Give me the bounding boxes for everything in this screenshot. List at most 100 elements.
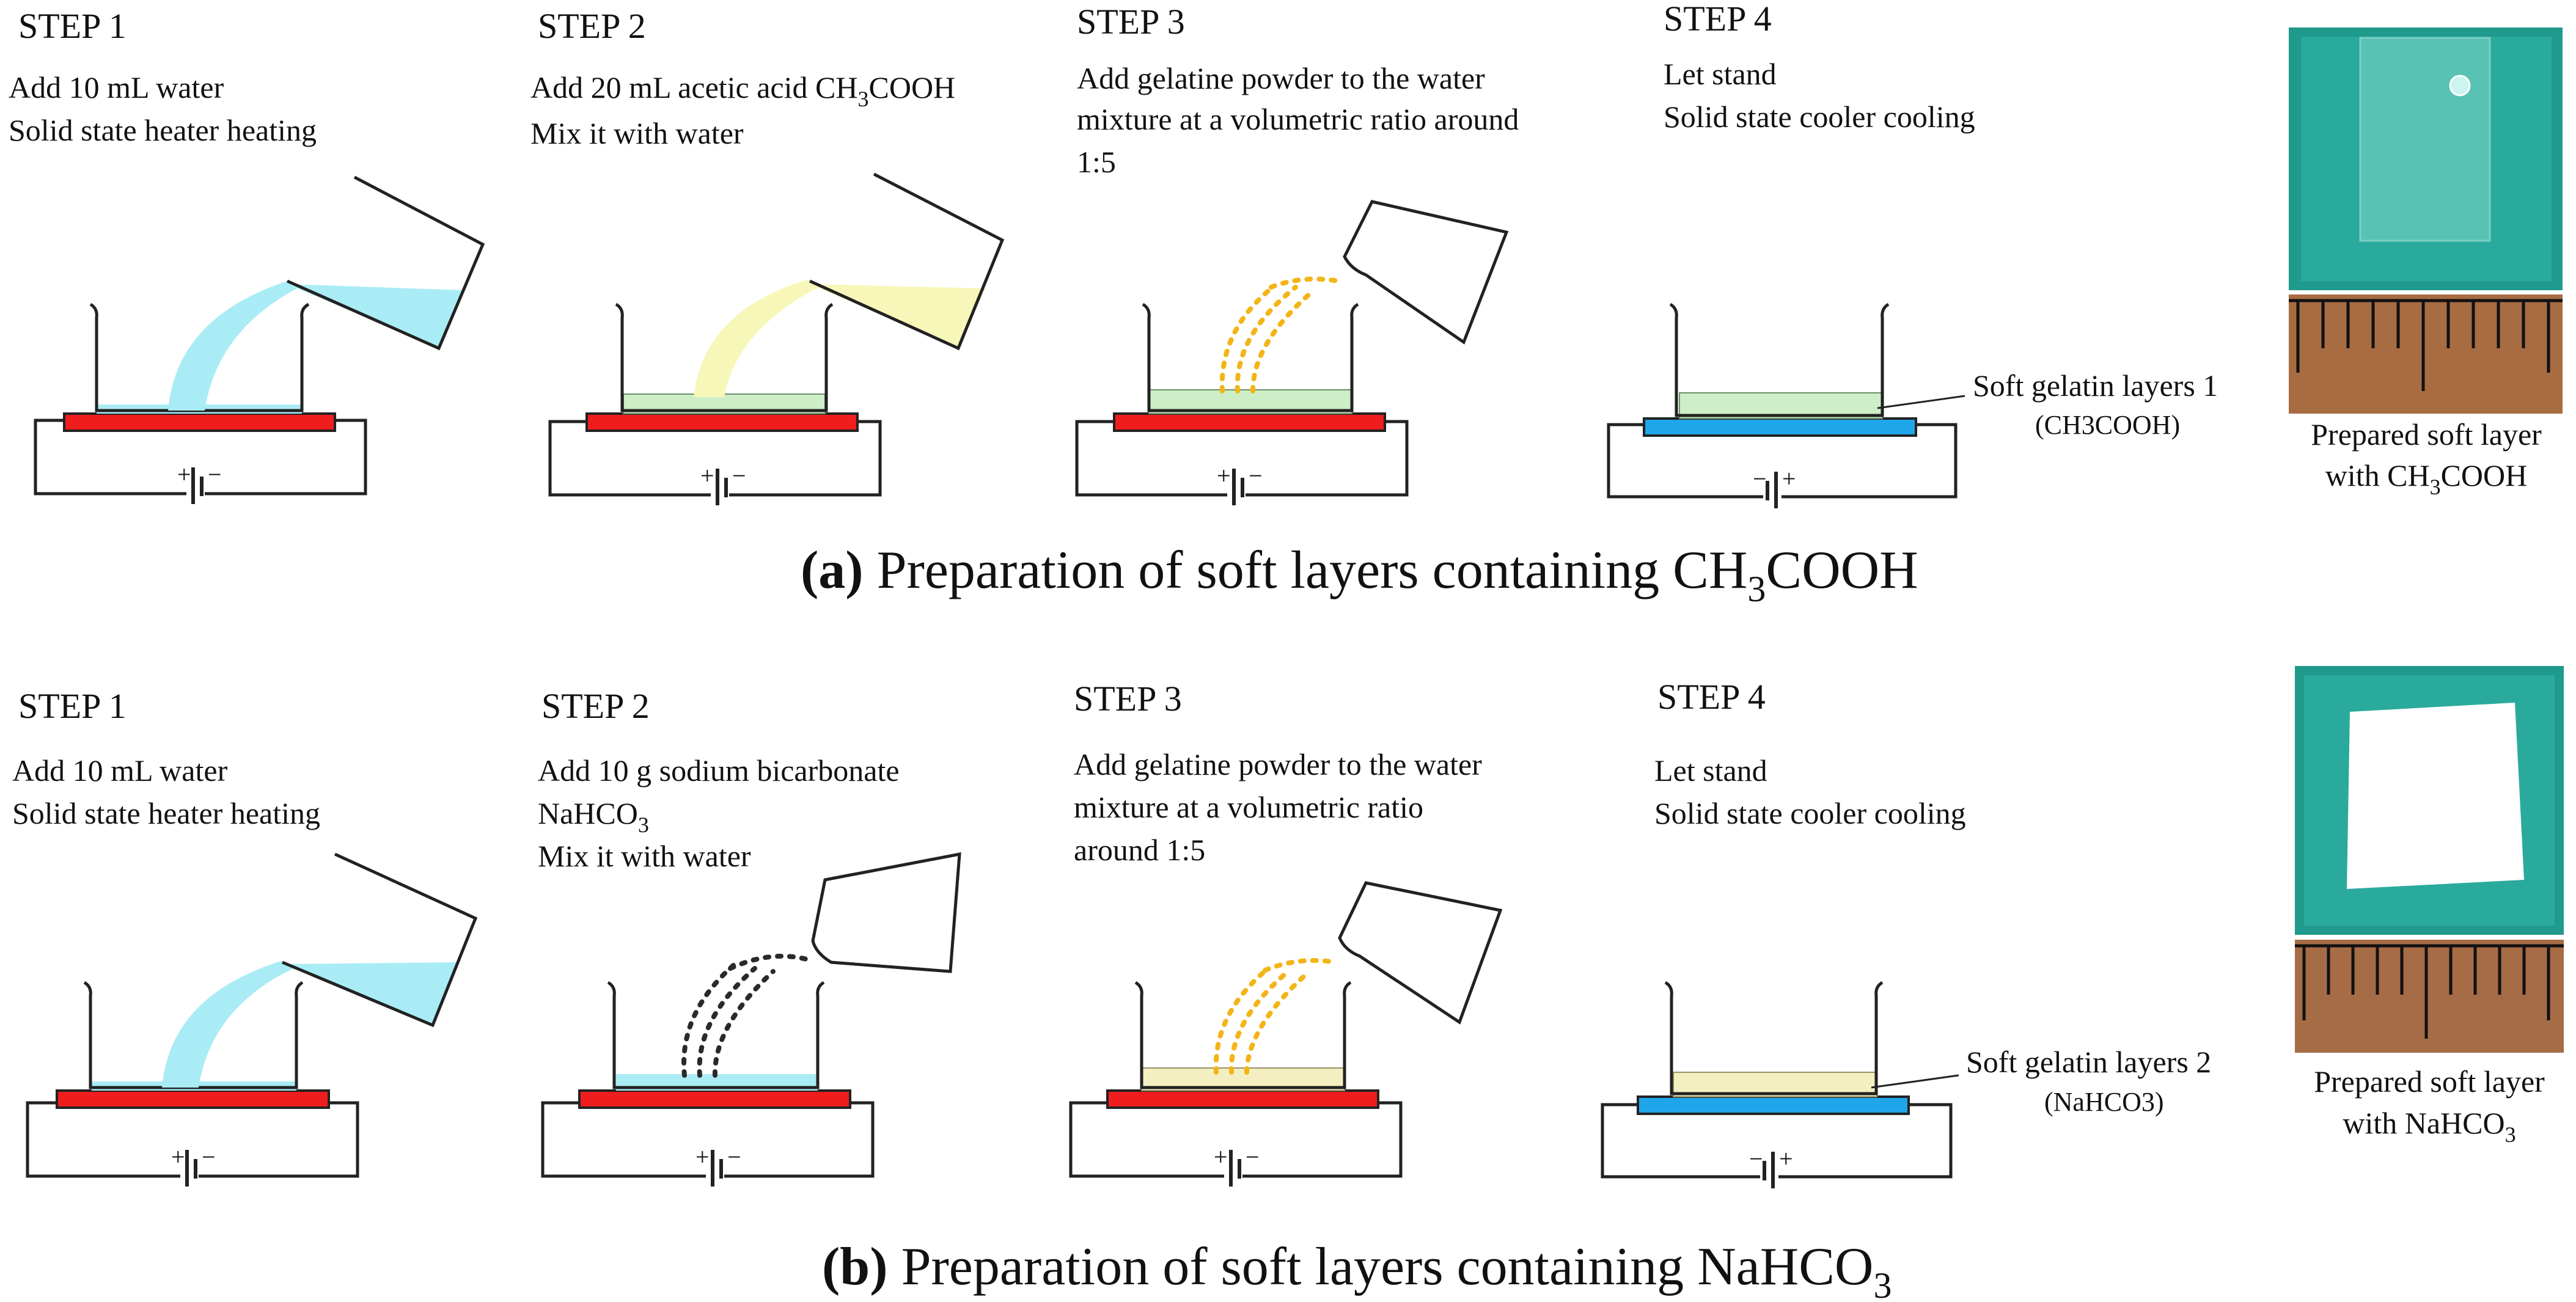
- heater-plate: [578, 1089, 851, 1109]
- ruler-ticks: [2289, 299, 2563, 391]
- panel-b-caption: (b) Preparation of soft layers containin…: [822, 1237, 1892, 1302]
- pouring-water-stream: [168, 281, 299, 411]
- panel-a-caption: (a) Preparation of soft layers containin…: [801, 541, 1918, 609]
- panel-a-photo-label-2: with CH3COOH: [2325, 458, 2528, 499]
- beaker: [1134, 981, 1352, 1089]
- powder-trail-2: [1228, 968, 1292, 1075]
- powder-container: [1338, 881, 1503, 1025]
- beaker: [615, 302, 834, 412]
- powder-trail-3: [712, 969, 776, 1078]
- powder-trail-1: [1219, 283, 1277, 393]
- soft-layer-sample: [2347, 703, 2524, 889]
- panel-b-step1-line1: Add 10 mL water: [12, 753, 228, 788]
- panel-b-step2-apparatus: + −: [541, 852, 961, 1194]
- panel-a-step2-line1: Add 20 mL acetic acid CH3COOH: [530, 70, 955, 111]
- panel-b: STEP 1 Add 10 mL water Solid state heate…: [12, 666, 2564, 1302]
- panel-b-step3-line2: mixture at a volumetric ratio: [1074, 790, 1423, 824]
- battery-minus: −: [1246, 1143, 1260, 1171]
- tilted-beaker: [286, 175, 485, 351]
- powder-trail-4: [1269, 276, 1341, 290]
- cooler-plate: [1637, 1095, 1910, 1115]
- tilted-beaker: [809, 172, 1005, 351]
- powder-trail-1: [681, 963, 736, 1078]
- panel-a-step3-line1: Add gelatine powder to the water: [1077, 61, 1485, 95]
- soft-layer-sample: [2359, 37, 2491, 242]
- battery-plus: +: [695, 1143, 710, 1171]
- panel-a-step1-apparatus: + −: [34, 175, 485, 512]
- battery-minus: −: [1249, 462, 1263, 489]
- powder-container: [811, 852, 961, 973]
- battery-plus: +: [1214, 1143, 1228, 1171]
- beaker: [607, 981, 825, 1089]
- panel-b-layer-formula: (NaHCO3): [2044, 1087, 2164, 1117]
- panel-a-step2-line2: Mix it with water: [530, 116, 744, 150]
- battery-minus: −: [202, 1143, 216, 1171]
- panel-b-step2-line3: Mix it with water: [538, 839, 751, 873]
- gelatine-powder-stream: [1213, 958, 1338, 1075]
- panel-b-step3-line1: Add gelatine powder to the water: [1074, 747, 1482, 781]
- panel-a-step1-title: STEP 1: [18, 6, 127, 46]
- heater-plate: [585, 412, 859, 432]
- heater-plate: [1106, 1089, 1379, 1109]
- label-leader-line: [1877, 395, 1965, 409]
- panel-b-step4-line1: Let stand: [1654, 753, 1767, 788]
- bicarbonate-powder-stream: [681, 954, 809, 1078]
- panel-b-step2-line1: Add 10 g sodium bicarbonate: [538, 753, 900, 788]
- panel-a-step3-title: STEP 3: [1077, 2, 1185, 42]
- gelatine-powder-stream: [1219, 276, 1341, 393]
- battery-plus: +: [177, 461, 191, 488]
- panel-a-step1-line2: Solid state heater heating: [9, 113, 317, 147]
- ruler-highlight: [2289, 294, 2563, 414]
- powder-trail-2: [1235, 285, 1298, 393]
- panel-a-step4-apparatus: − +: [1607, 302, 1965, 516]
- panel-a-step3-line2: mixture at a volumetric ratio around: [1077, 102, 1519, 136]
- panel-a: STEP 1 Add 10 mL water Solid state heate…: [9, 0, 2563, 609]
- beaker: [1142, 302, 1359, 412]
- battery-minus: −: [727, 1143, 741, 1171]
- panel-a-step4-title: STEP 4: [1664, 0, 1772, 38]
- ruler: [2289, 294, 2563, 414]
- beaker: [1669, 302, 1890, 417]
- heater-plate: [63, 412, 336, 432]
- beaker: [1664, 981, 1884, 1095]
- pouring-acid-stream: [694, 280, 819, 397]
- panel-a-layer-formula: (CH3COOH): [2035, 410, 2180, 440]
- panel-b-step4-line2: Solid state cooler cooling: [1654, 796, 1966, 830]
- panel-b-step1-apparatus: + −: [26, 852, 478, 1194]
- panel-a-step2-title: STEP 2: [538, 6, 646, 46]
- panel-b-photo-label-1: Prepared soft layer: [2314, 1064, 2545, 1099]
- battery-minus: −: [732, 462, 746, 489]
- powder-trail-3: [1250, 288, 1316, 393]
- panel-a-photo-label-1: Prepared soft layer: [2311, 417, 2542, 452]
- panel-b-photo-label-2: with NaHCO3: [2343, 1106, 2515, 1147]
- panel-a-photo: [2289, 27, 2563, 414]
- air-bubble: [2449, 75, 2471, 97]
- panel-b-step4-title: STEP 4: [1657, 677, 1766, 717]
- powder-trail-3: [1244, 970, 1310, 1075]
- panel-b-step2-line2: NaHCO3: [538, 796, 649, 837]
- panel-b-step1-line2: Solid state heater heating: [12, 796, 320, 830]
- ruler-highlight: [2295, 940, 2564, 1053]
- powder-trail-2: [697, 966, 757, 1078]
- label-leader-line: [1871, 1074, 1959, 1089]
- panel-b-step3-title: STEP 3: [1074, 679, 1182, 719]
- powder-trail-4: [1263, 958, 1338, 973]
- panel-b-layer-label: Soft gelatin layers 2: [1966, 1045, 2211, 1079]
- powder-trail-1: [1213, 966, 1271, 1075]
- tilted-beaker-water: [282, 962, 457, 1025]
- heater-plate: [56, 1089, 330, 1109]
- battery-plus: +: [1217, 462, 1231, 489]
- battery-plus: +: [1779, 1145, 1793, 1172]
- ruler-ticks: [2295, 944, 2564, 1039]
- panel-a-step1-line1: Add 10 mL water: [9, 70, 224, 104]
- battery-plus: +: [171, 1143, 185, 1171]
- panel-a-step4-line2: Solid state cooler cooling: [1664, 100, 1975, 134]
- powder-trail-4: [728, 954, 809, 971]
- panel-b-step4-apparatus: − +: [1601, 981, 1959, 1196]
- panel-a-step2-apparatus: + −: [548, 172, 1005, 513]
- panel-a-step3-line3: 1:5: [1077, 145, 1116, 179]
- panel-b-step2-title: STEP 2: [541, 686, 650, 726]
- battery-plus: +: [700, 462, 714, 489]
- battery-minus: −: [1753, 465, 1767, 492]
